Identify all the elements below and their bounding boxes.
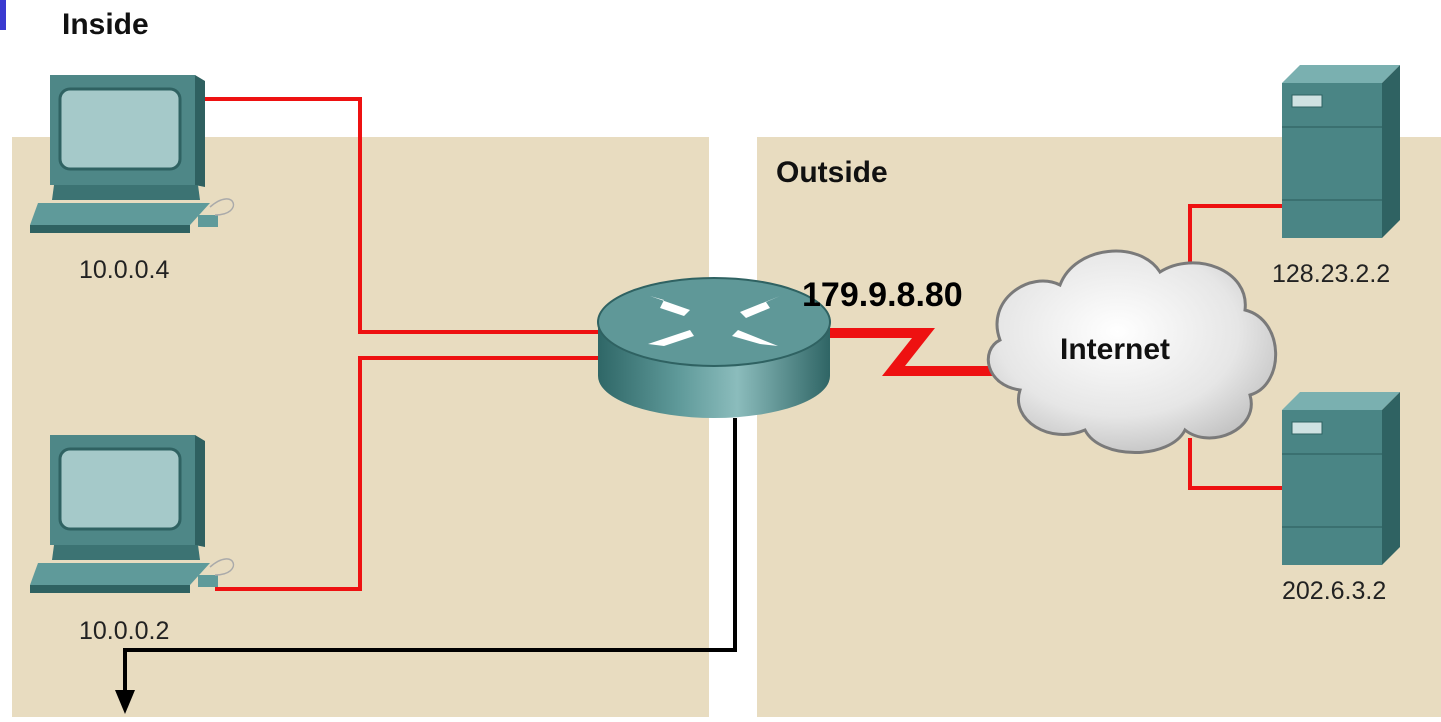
egress-path: [123, 418, 737, 702]
link-server1-cloud: [1188, 204, 1282, 278]
outside-links: [1188, 204, 1282, 490]
router-icon: [597, 277, 831, 418]
corner-accent: [0, 0, 6, 30]
pc-10-0-0-4-icon: [30, 75, 235, 233]
server-ip-label: 128.23.2.2: [1272, 260, 1391, 288]
link-host2-router: [215, 356, 610, 591]
egress-arrowhead: [115, 690, 135, 714]
inside-links: [195, 97, 610, 591]
outside-zone-title: Outside: [776, 156, 888, 189]
serial-link: [828, 328, 998, 376]
internet-cloud-icon: [986, 249, 1278, 454]
server-128-23-2-2-icon: [1282, 65, 1400, 238]
server-ip-label: 202.6.3.2: [1282, 577, 1387, 605]
host-ip-label: 10.0.0.2: [79, 617, 170, 645]
pc-10-0-0-2-icon: [30, 435, 235, 593]
server-202-6-3-2-icon: [1282, 392, 1400, 565]
link-host1-router: [195, 97, 610, 334]
router-wan-ip-label: 179.9.8.80: [802, 276, 963, 314]
inside-zone-title: Inside: [62, 8, 149, 41]
link-server2-cloud: [1188, 438, 1282, 490]
internet-label: Internet: [1060, 333, 1171, 366]
host-ip-label: 10.0.0.4: [79, 256, 170, 284]
